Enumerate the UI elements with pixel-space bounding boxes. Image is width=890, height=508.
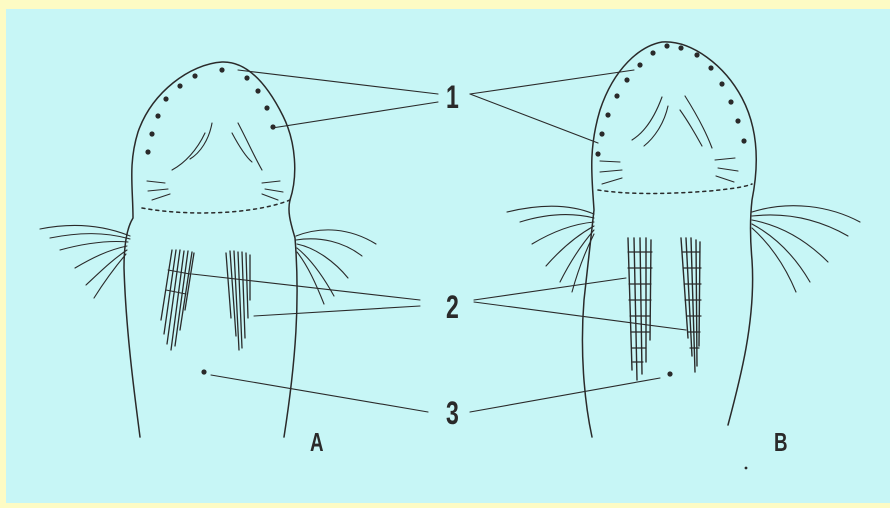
specimen-b-right-pectoral-fin bbox=[752, 206, 860, 292]
figure-panel: 1 2 3 A B bbox=[6, 9, 890, 503]
leader-2-a-lower bbox=[254, 306, 420, 316]
specimen-b-vent bbox=[667, 371, 672, 376]
leader-2-b-upper bbox=[474, 278, 626, 300]
specimen-b-head-folds bbox=[600, 96, 738, 184]
callout-3: 3 bbox=[446, 397, 459, 429]
leader-1-b-upper bbox=[470, 70, 634, 94]
specimen-b-neck-line bbox=[598, 184, 752, 194]
specimen-b-pores bbox=[595, 43, 746, 156]
specimen-a-left-pectoral-fin bbox=[40, 225, 130, 298]
specimen-a-outline bbox=[124, 62, 297, 437]
specimen-a bbox=[40, 62, 376, 437]
specimen-a-pores bbox=[145, 67, 275, 154]
specimen-a-head-folds bbox=[147, 123, 283, 200]
specimen-b-rays-left bbox=[628, 238, 652, 380]
specimen-b-rays-right bbox=[681, 238, 701, 372]
specimen-b bbox=[507, 42, 860, 470]
specimen-a-letter: A bbox=[310, 429, 324, 455]
leader-2-a-upper bbox=[192, 274, 420, 300]
specimen-a-rays-left bbox=[161, 250, 194, 350]
leader-3-b bbox=[470, 378, 660, 412]
callout-1: 1 bbox=[446, 81, 459, 113]
leader-1-b-lower bbox=[470, 94, 598, 143]
leader-lines bbox=[192, 70, 686, 412]
stray-mark bbox=[745, 467, 748, 470]
specimen-a-rays-right bbox=[226, 251, 250, 350]
callout-2: 2 bbox=[446, 291, 459, 323]
specimen-a-neck-line bbox=[142, 200, 290, 213]
specimen-a-right-pectoral-fin bbox=[296, 230, 376, 304]
leader-2-b-lower bbox=[474, 302, 686, 330]
specimen-a-vent bbox=[201, 369, 206, 374]
specimen-b-letter: B bbox=[774, 429, 788, 455]
leader-3-a bbox=[211, 375, 428, 412]
specimen-b-left-pectoral-fin bbox=[507, 206, 594, 292]
leader-1-a-lower bbox=[272, 102, 438, 128]
